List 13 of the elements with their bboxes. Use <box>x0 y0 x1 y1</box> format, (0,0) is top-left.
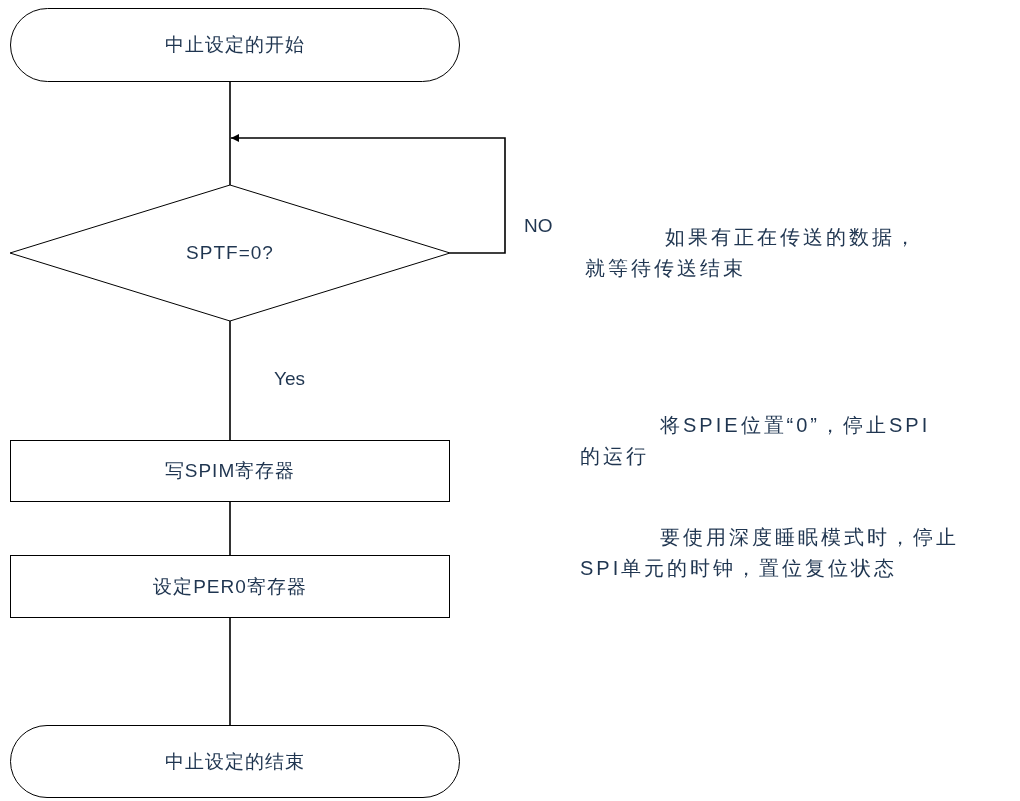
node-label: 写SPIM寄存器 <box>164 459 296 483</box>
connector-line <box>229 617 231 726</box>
note-text: 要使用深度睡眠模式时，停止SPI单元的时钟，置位复位状态 <box>580 525 960 581</box>
arrow <box>230 134 506 254</box>
node-label: 设定PER0寄存器 <box>153 574 307 599</box>
note-text: 将SPIE位置“0”，停止SPI的运行 <box>580 413 932 469</box>
connector-line <box>229 501 231 556</box>
node-label: 中止设定的结束 <box>165 749 305 774</box>
node-label: 中止设定的开始 <box>165 33 305 57</box>
note-text: 如果有正在传送的数据，就等待传送结束 <box>585 225 919 281</box>
connector-line <box>229 320 231 441</box>
node-label: SPTF=0? <box>186 242 274 264</box>
connector-line <box>229 81 231 186</box>
